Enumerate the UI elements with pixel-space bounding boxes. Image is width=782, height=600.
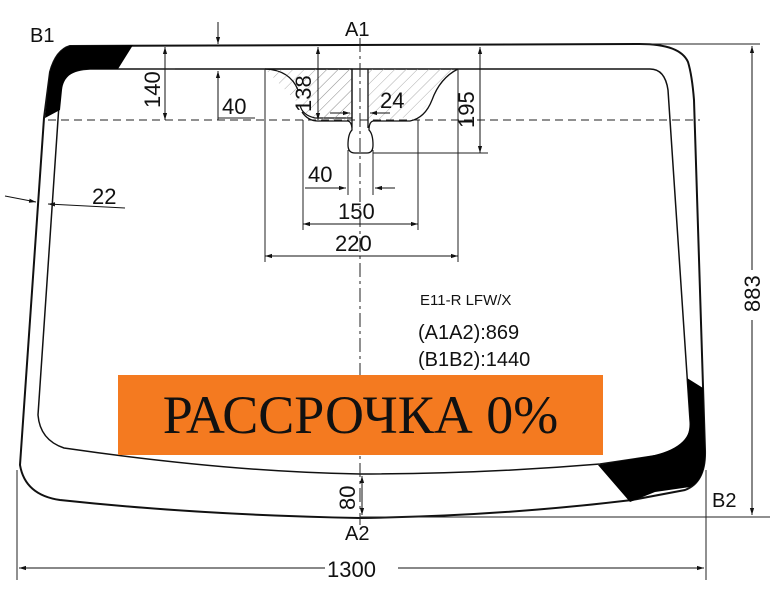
label-b2: B2 — [712, 490, 736, 512]
dim-24: 24 — [380, 88, 404, 113]
mirror-hatch-fill-left — [315, 69, 352, 120]
dim-40-left: 40 — [222, 94, 246, 119]
glass-outer-edge — [18, 42, 707, 520]
dim-883: 883 — [740, 275, 765, 312]
dim-138: 138 — [291, 75, 316, 112]
installment-banner-text: РАССРОЧКА 0% — [162, 385, 559, 445]
mirror-hatch-fill-right — [368, 69, 458, 120]
frit-top-left — [45, 45, 133, 118]
label-a1: A1 — [345, 19, 369, 41]
dim-22: 22 — [92, 184, 116, 209]
dim-150: 150 — [338, 199, 375, 224]
spec-b1b2: (B1B2):1440 — [418, 349, 530, 371]
label-a2: A2 — [345, 523, 369, 545]
dim-195: 195 — [454, 91, 479, 128]
dim-140: 140 — [140, 71, 165, 108]
frit-bottom-right — [598, 378, 706, 502]
dim-1300: 1300 — [327, 557, 376, 582]
dim-80: 80 — [335, 486, 360, 510]
mirror-bracket-outline — [264, 68, 459, 154]
installment-banner: РАССРОЧКА 0% — [118, 375, 603, 455]
dim-40-stem: 40 — [308, 162, 332, 187]
spec-a1a2: (A1A2):869 — [418, 322, 519, 344]
label-b1: B1 — [30, 25, 54, 47]
spec-code: E11-R LFW/X — [420, 292, 511, 309]
dim-220: 220 — [335, 231, 372, 256]
